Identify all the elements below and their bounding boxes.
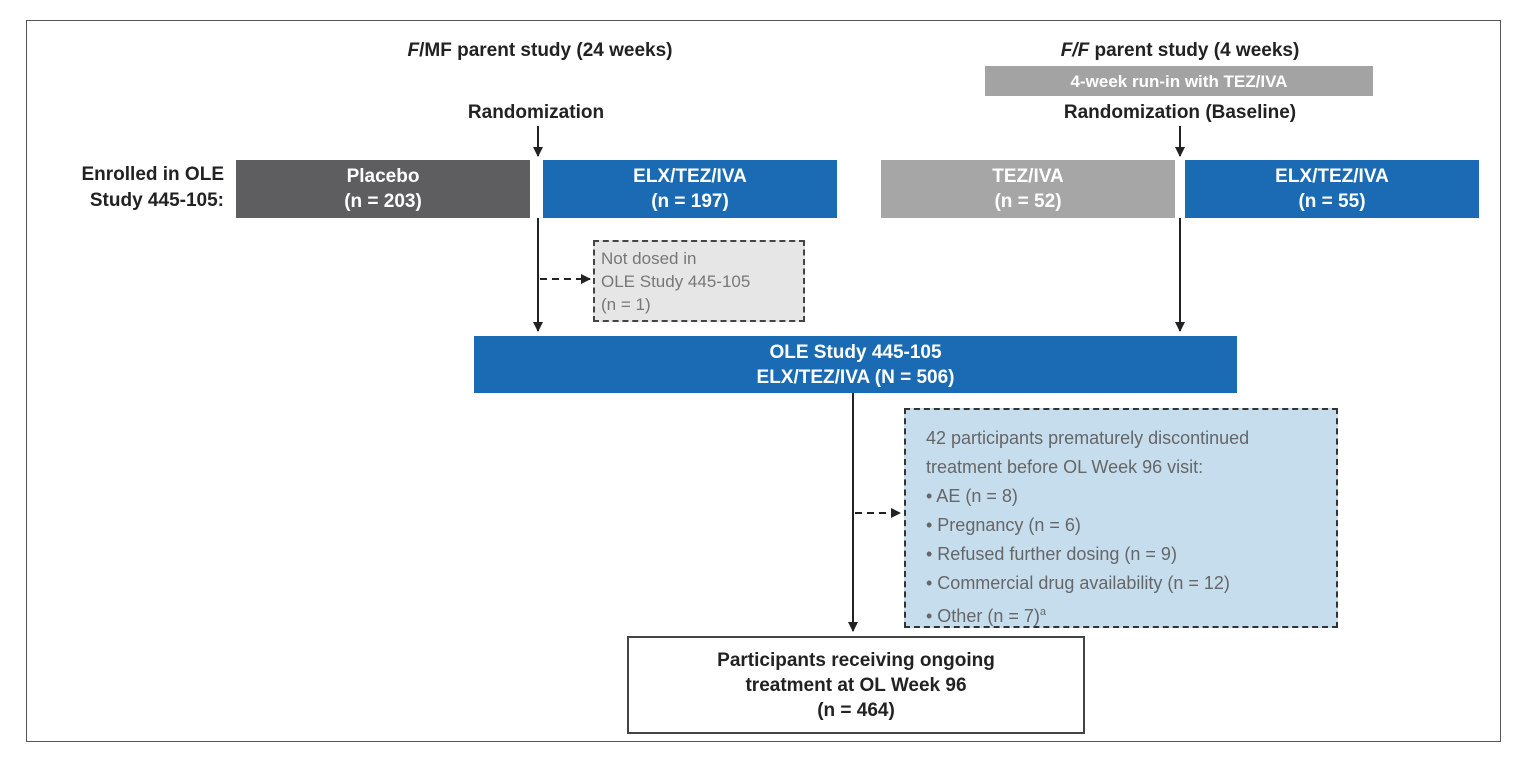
- enrolled-label: Enrolled in OLE Study 445-105:: [81, 164, 224, 211]
- not-dosed-box: Not dosed in OLE Study 445-105 (n = 1): [593, 240, 805, 322]
- discontinued-box: 42 participants prematurely discontinued…: [904, 408, 1338, 628]
- arm-placebo: Placebo (n = 203): [236, 160, 530, 218]
- arm-elx-left: ELX/TEZ/IVA (n = 197): [543, 160, 837, 218]
- arm-tez: TEZ/IVA (n = 52): [881, 160, 1175, 218]
- discontinued-item: • Refused further dosing (n = 9): [926, 544, 1177, 564]
- fmf-parent-study-header: F/MF parent study (24 weeks): [407, 40, 673, 61]
- randomization-left-label: Randomization: [467, 102, 605, 123]
- diagram-frame: [26, 20, 1501, 742]
- runin-bar: 4-week run-in with TEZ/IVA: [985, 66, 1373, 96]
- discontinued-item: • AE (n = 8): [926, 486, 1018, 506]
- discontinued-item: • Commercial drug availability (n = 12): [926, 573, 1230, 593]
- discontinued-item-other: • Other (n = 7)a: [926, 606, 1046, 626]
- arm-elx-right: ELX/TEZ/IVA (n = 55): [1185, 160, 1479, 218]
- discontinued-item: • Pregnancy (n = 6): [926, 515, 1081, 535]
- ff-parent-study-header: F/F parent study (4 weeks): [1060, 40, 1300, 61]
- final-box: Participants receiving ongoing treatment…: [627, 636, 1085, 734]
- randomization-right-label: Randomization (Baseline): [1063, 102, 1297, 123]
- ole-study-box: OLE Study 445-105 ELX/TEZ/IVA (N = 506): [474, 336, 1237, 393]
- footnote-marker: a: [1039, 606, 1046, 618]
